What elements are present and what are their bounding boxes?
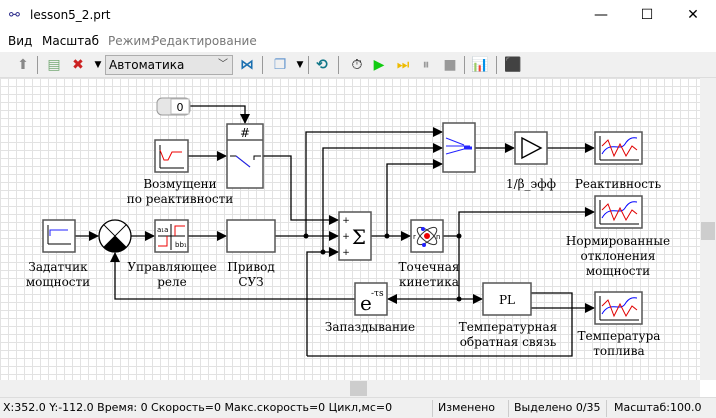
sum-sign: + <box>342 232 350 242</box>
align-icon[interactable]: ⋈ <box>240 57 254 73</box>
status-changed: Изменено <box>438 401 496 414</box>
scope1-block[interactable] <box>594 131 643 165</box>
up-arrow-icon[interactable]: ⬆ <box>17 57 29 73</box>
delay-block[interactable] <box>354 282 388 316</box>
minimize-button[interactable]: — <box>594 7 608 23</box>
scope2-block[interactable] <box>594 195 643 229</box>
app-icon: ⚯ <box>9 8 20 23</box>
menu-scale[interactable]: Масштаб <box>42 34 100 48</box>
drive-block[interactable] <box>226 219 276 253</box>
layers-icon[interactable]: ❐ <box>273 57 287 73</box>
relay-block[interactable]: a₁a bb₁ <box>154 219 189 253</box>
vertical-scroll-thumb[interactable] <box>701 222 715 240</box>
refresh-icon[interactable]: ⟲ <box>316 57 328 73</box>
svg-text:r: r <box>413 233 416 241</box>
close-button[interactable]: ✕ <box>687 7 699 23</box>
delay-label: Запаздывание <box>324 320 416 334</box>
svg-text:n: n <box>436 233 440 241</box>
switch-header: # <box>240 126 250 140</box>
gain-label: 1/β_эфф <box>505 177 557 191</box>
pause-icon[interactable]: ⏸ <box>422 57 430 73</box>
title-bar: ⚯ lesson5_2.prt — ☐ ✕ <box>0 0 716 32</box>
chevron-down-icon: ﹀ <box>218 59 228 70</box>
window-title: lesson5_2.prt <box>30 8 111 22</box>
horizontal-scroll-thumb[interactable] <box>350 381 367 396</box>
tools-dropdown-icon[interactable]: ▼ <box>94 60 102 70</box>
setter-block[interactable] <box>42 219 76 253</box>
status-scale: Масштаб:100.0 <box>614 401 702 414</box>
export-icon[interactable]: ⬛ <box>504 57 522 73</box>
comparator[interactable] <box>98 219 132 253</box>
play-icon[interactable]: ▶ <box>373 57 385 73</box>
script-icon[interactable]: ▤ <box>47 57 61 73</box>
sum-block[interactable] <box>338 211 372 261</box>
pl-symbol: PL <box>499 293 515 307</box>
stop-icon[interactable]: ■ <box>443 57 457 73</box>
status-selected: Выделено 0/35 <box>514 401 601 414</box>
mode-value: Редактирование <box>152 34 257 48</box>
mux-block[interactable] <box>442 122 476 173</box>
sum-sign: + <box>342 248 350 258</box>
timer-icon[interactable]: ⏱ <box>351 57 363 73</box>
pl-block[interactable] <box>482 282 532 316</box>
horizontal-scrollbar[interactable] <box>0 380 700 397</box>
disturbance-block[interactable] <box>154 139 189 173</box>
mode-combo[interactable]: Автоматика﹀ <box>105 55 233 75</box>
toggle-switch[interactable] <box>156 97 191 116</box>
step-icon[interactable]: ⏭ <box>396 57 410 73</box>
toolbar: ⬆ ▤ ✖ ▼ Автоматика﹀ ⋈ ❐ ▼ ⟲ ⏱ ▶ ⏭ ⏸ ■ 📊 … <box>0 52 716 78</box>
toggle-value: 0 <box>177 101 184 114</box>
menu-bar: Вид Масштаб Режим: Редактирование <box>0 32 716 52</box>
menu-view[interactable]: Вид <box>8 34 33 48</box>
tools-icon[interactable]: ✖ <box>72 57 84 73</box>
scope1-label: Реактивность <box>574 177 662 191</box>
gain-block[interactable] <box>514 131 548 165</box>
layers-dropdown-icon[interactable]: ▼ <box>296 60 304 70</box>
status-bar: X:352.0 Y:-112.0 Время: 0 Скорость=0 Мак… <box>0 397 716 418</box>
mode-label: Режим: <box>108 34 155 48</box>
svg-text:a₁a: a₁a <box>157 226 168 234</box>
delay-symbol: e <box>360 291 372 315</box>
maximize-button[interactable]: ☐ <box>640 7 654 23</box>
vertical-scrollbar[interactable] <box>700 78 716 380</box>
svg-text:bb₁: bb₁ <box>175 241 187 249</box>
sum-symbol: Σ <box>352 225 366 249</box>
delay-exponent: -τs <box>371 289 384 299</box>
chart-icon[interactable]: 📊 <box>471 57 489 73</box>
scope3-block[interactable] <box>594 291 643 325</box>
sum-sign: + <box>342 216 350 226</box>
status-coords: X:352.0 Y:-112.0 Время: 0 Скорость=0 Мак… <box>3 401 393 414</box>
